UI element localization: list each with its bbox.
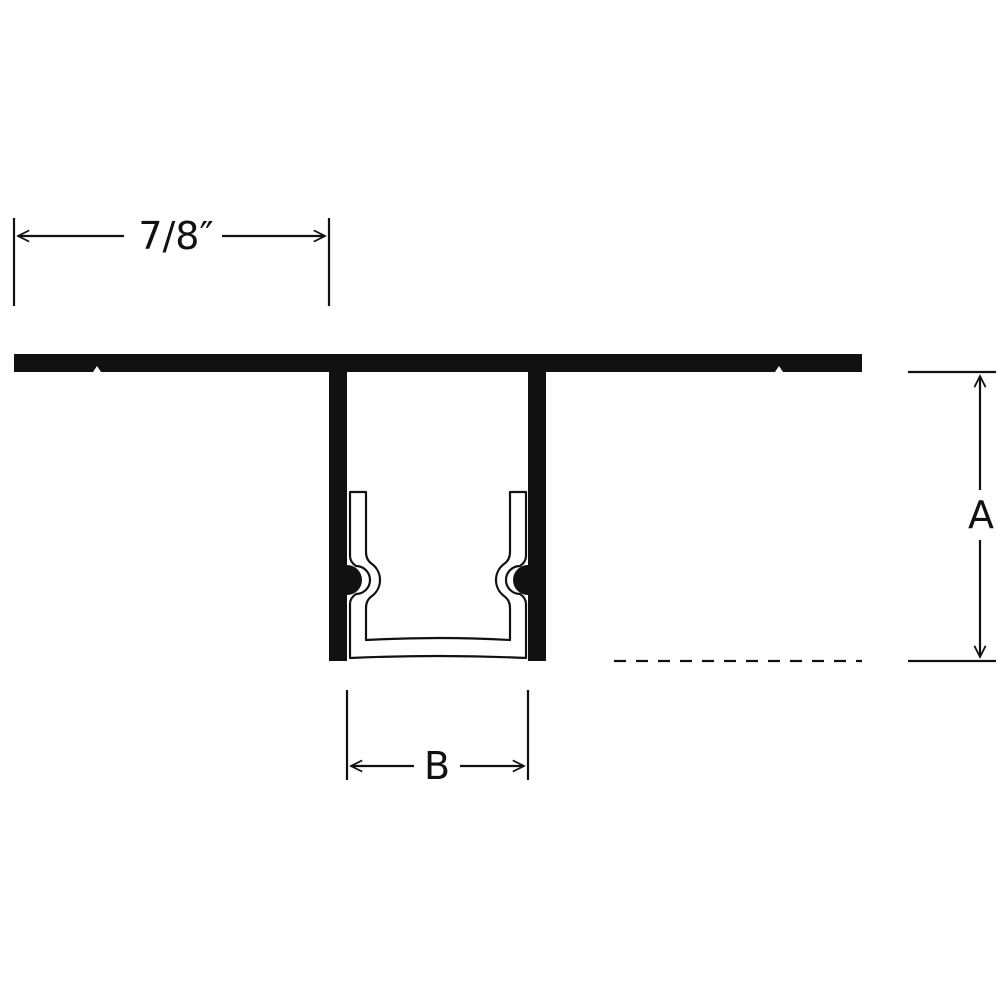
top-flange xyxy=(14,354,862,372)
left-leg xyxy=(329,372,347,661)
flange-notch-left xyxy=(93,366,101,372)
flange-width-dimension: 7/8″ xyxy=(12,214,331,306)
u-insert xyxy=(348,490,528,660)
depth-dimension: A xyxy=(614,370,996,663)
channel-width-dimension: B xyxy=(345,690,530,788)
right-leg xyxy=(528,372,546,661)
flange-width-label: 7/8″ xyxy=(138,214,213,258)
right-leg-bump xyxy=(513,565,528,595)
channel-width-label: B xyxy=(424,744,450,788)
depth-label: A xyxy=(968,493,994,537)
t-profile xyxy=(14,354,862,661)
u-insert-outer xyxy=(348,490,528,660)
left-leg-bump xyxy=(347,565,362,595)
flange-notch-right xyxy=(775,366,783,372)
